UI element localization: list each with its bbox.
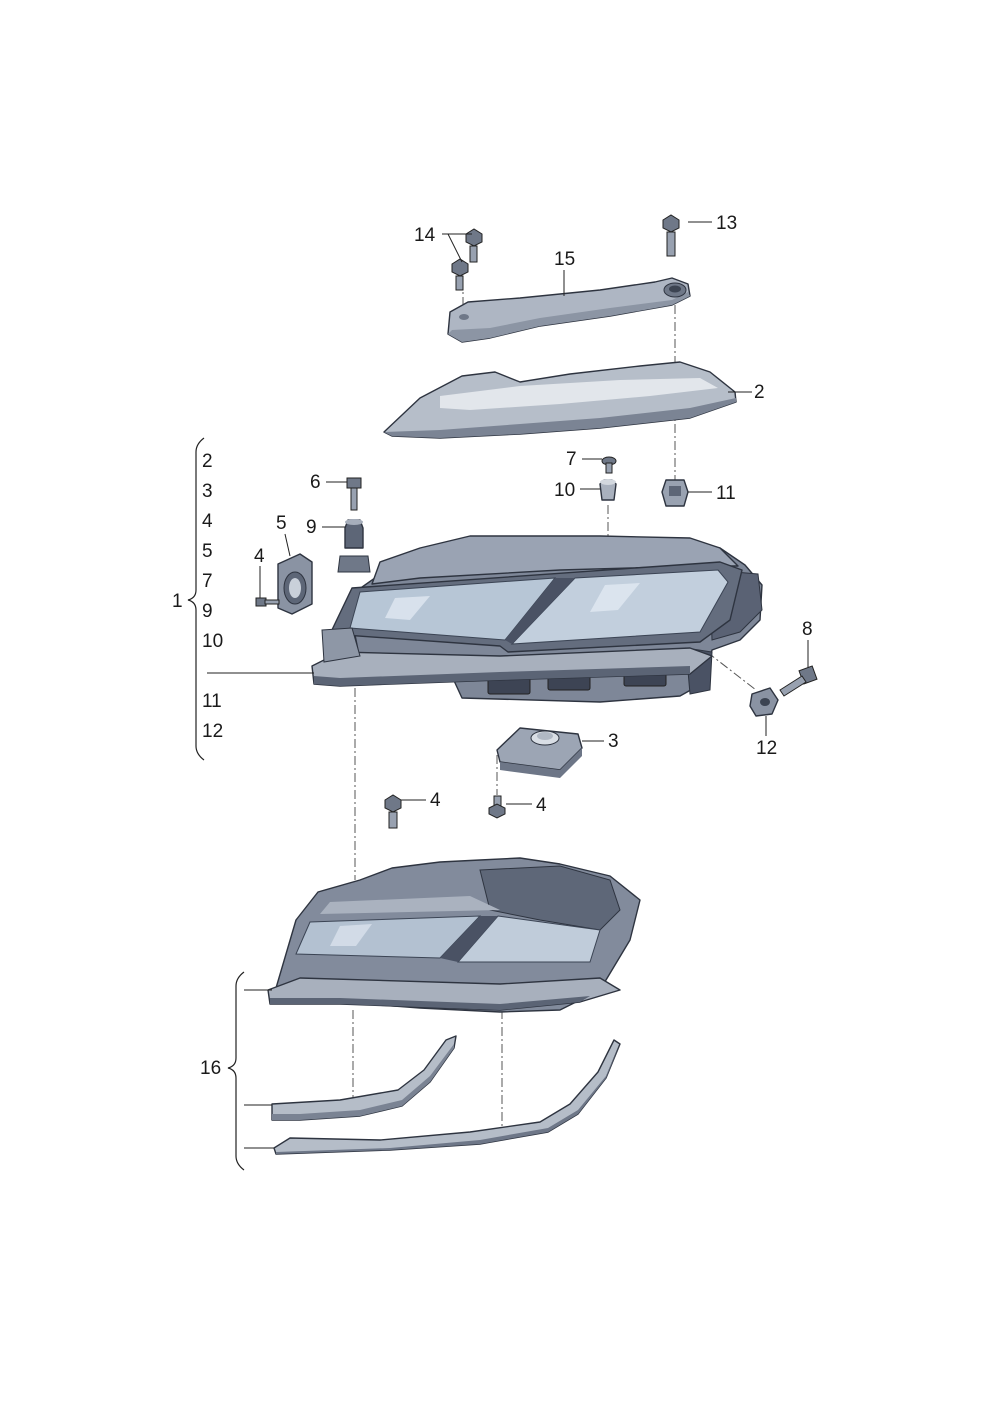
group-1-item: 2 <box>202 451 213 472</box>
group-1-item: 3 <box>202 481 213 502</box>
screws-14 <box>451 228 483 291</box>
group-1-item: 11 <box>202 691 222 712</box>
callout-4-upper: 4 <box>430 790 441 811</box>
screw-6 <box>346 477 362 511</box>
clip-11 <box>661 479 689 507</box>
callout-13: 13 <box>716 213 737 234</box>
group-1-item: 4 <box>202 511 213 532</box>
callout-6: 6 <box>310 472 321 493</box>
callout-1: 1 <box>172 591 183 612</box>
control-unit-3 <box>496 727 583 778</box>
screw-13 <box>662 214 680 257</box>
screw-7 <box>601 456 617 474</box>
callout-11: 11 <box>716 483 736 504</box>
screw-4-upper <box>384 794 402 829</box>
callout-labels: 14 15 13 2 7 10 11 6 9 5 4 1 8 12 3 4 4 … <box>172 213 813 1079</box>
group-1-item: 7 <box>202 571 213 592</box>
trim-strip-2 <box>383 361 737 439</box>
callout-3: 3 <box>608 731 619 752</box>
group-1-list: 2 3 4 5 7 9 10 11 12 <box>202 451 223 742</box>
clip-12 <box>749 687 779 717</box>
callout-4-left: 4 <box>254 546 265 567</box>
callout-9: 9 <box>306 517 317 538</box>
group-1-item: 9 <box>202 601 213 622</box>
callout-12: 12 <box>756 738 777 759</box>
adjuster-cap-5 <box>277 553 313 615</box>
retainer-9 <box>337 519 371 573</box>
screw-8 <box>779 665 818 697</box>
screw-4-left <box>255 597 280 607</box>
callout-16: 16 <box>200 1058 221 1079</box>
callout-7: 7 <box>566 449 577 470</box>
leader-lines <box>207 221 809 1149</box>
callout-10: 10 <box>554 480 575 501</box>
expanding-nut-10 <box>599 479 617 501</box>
headlight-assembly-1 <box>311 535 763 703</box>
callout-15: 15 <box>554 249 575 270</box>
screw-4-lower <box>488 795 506 819</box>
group-1-bracket <box>187 437 205 761</box>
callout-14: 14 <box>414 225 436 246</box>
headlight-housing-lower <box>267 857 641 1013</box>
callout-4-lower: 4 <box>536 795 547 816</box>
group-1-item: 12 <box>202 721 223 742</box>
group-16-bracket <box>227 971 245 1171</box>
trim-strip-16-lower <box>273 1039 621 1155</box>
trim-strip-16-upper <box>271 1035 457 1121</box>
group-1-item: 10 <box>202 631 223 652</box>
callout-2: 2 <box>754 382 765 403</box>
callout-5: 5 <box>276 513 287 534</box>
bracket-15 <box>447 277 691 343</box>
callout-8: 8 <box>802 619 813 640</box>
group-1-item: 5 <box>202 541 213 562</box>
